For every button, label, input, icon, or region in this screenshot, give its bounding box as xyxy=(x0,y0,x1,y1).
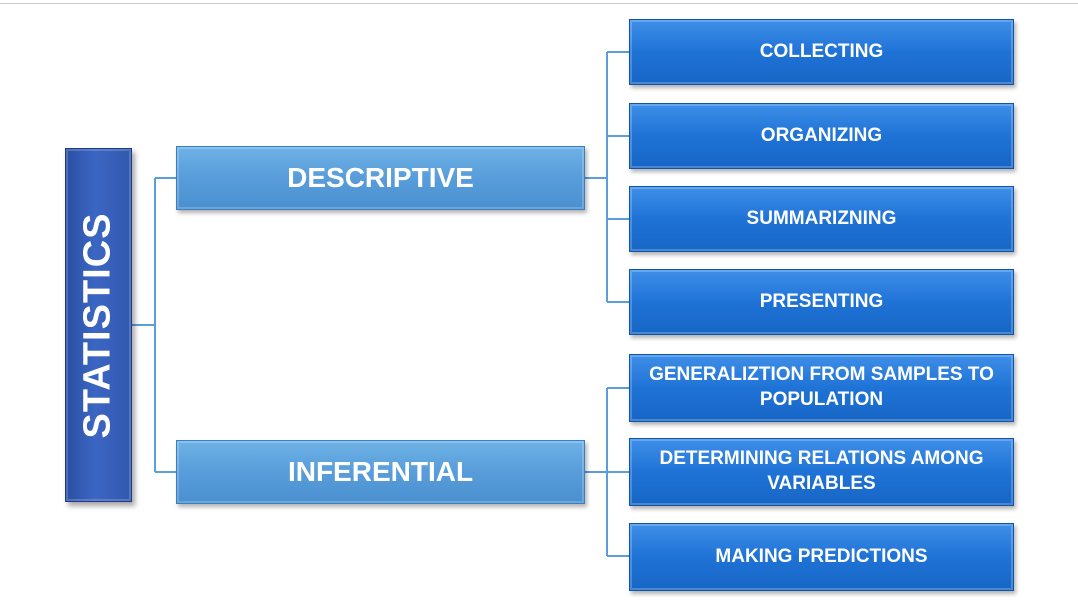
leaf-label: MAKING PREDICTIONS xyxy=(715,545,928,567)
leaf-label: COLLECTING xyxy=(759,40,884,62)
leaf-node-making-predictions: MAKING PREDICTIONS xyxy=(629,523,1014,591)
leaf-node-collecting: COLLECTING xyxy=(629,19,1014,85)
root-node-statistics: STATISTICS xyxy=(65,148,132,502)
branch-label: INFERENTIAL xyxy=(287,456,474,487)
leaf-label: PRESENTING xyxy=(759,290,884,312)
top-divider-line xyxy=(0,3,1078,4)
leaf-label: DETERMINING RELATIONS AMONG VARIABLES xyxy=(659,448,984,494)
leaf-label: ORGANIZING xyxy=(760,124,883,146)
leaf-label: SUMMARIZNING xyxy=(746,207,897,229)
leaf-node-presenting: PRESENTING xyxy=(629,269,1014,335)
branch-node-inferential: INFERENTIAL xyxy=(176,440,585,504)
connector-descriptive xyxy=(585,51,629,303)
connector-inferential xyxy=(585,387,629,557)
branch-label: DESCRIPTIVE xyxy=(287,162,474,193)
leaf-node-summarizing: SUMMARIZNING xyxy=(629,186,1014,252)
connector-root xyxy=(132,177,176,473)
branch-node-descriptive: DESCRIPTIVE xyxy=(176,146,585,210)
leaf-label: GENERALIZTION FROM SAMPLES TO POPULATION xyxy=(649,364,994,410)
root-label: STATISTICS xyxy=(77,211,120,439)
leaf-node-organizing: ORGANIZING xyxy=(629,103,1014,169)
leaf-node-determining-relations: DETERMINING RELATIONS AMONG VARIABLES xyxy=(629,438,1014,506)
leaf-node-generalization: GENERALIZTION FROM SAMPLES TO POPULATION xyxy=(629,354,1014,422)
